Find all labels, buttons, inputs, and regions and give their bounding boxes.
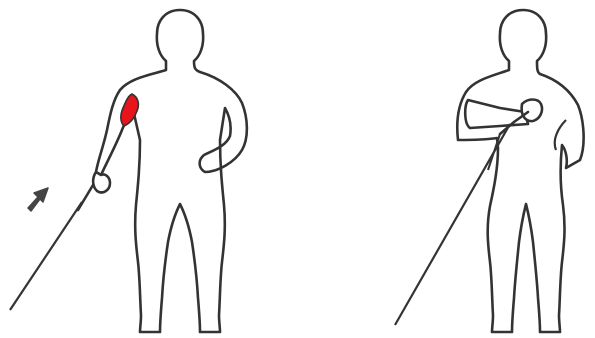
cable-line-left — [10, 202, 82, 310]
arrow-up-right-icon — [28, 188, 48, 211]
body-outline-right — [457, 10, 583, 332]
hand-right — [522, 100, 542, 122]
body-outline-left — [96, 10, 247, 332]
panel-start-position — [10, 10, 247, 332]
panel-end-position — [395, 10, 584, 332]
hand-left — [93, 172, 110, 192]
